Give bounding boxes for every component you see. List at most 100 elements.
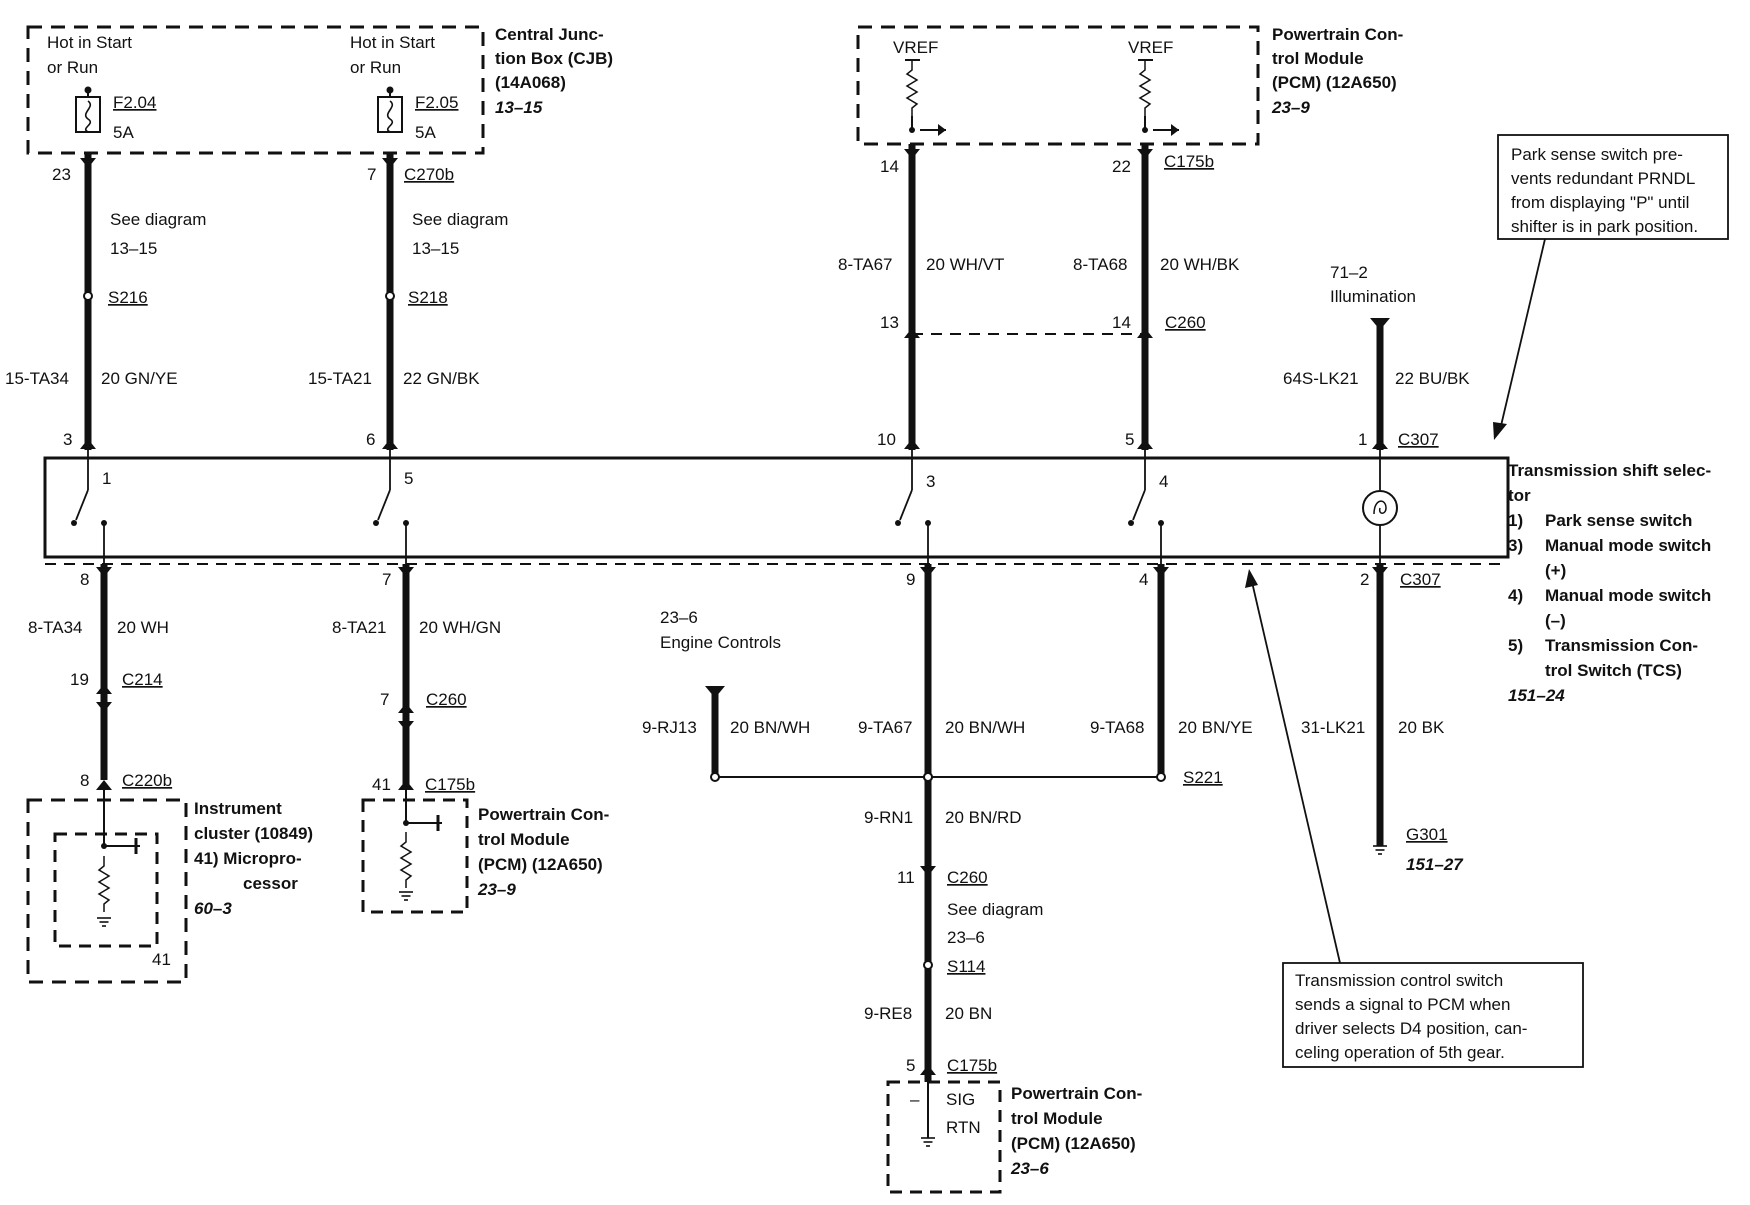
pcm-mid-box (361, 798, 469, 914)
wire-1-bottom (96, 564, 112, 790)
pcm-top-title-2: trol Module (1272, 49, 1364, 68)
cjb-title-1: Central Junc- (495, 25, 604, 44)
w2-bot-gauge: 20 WH/GN (419, 618, 501, 637)
engine-controls-ref: 23–6 (660, 608, 698, 627)
cluster-inner-box (53, 832, 159, 948)
w3-bot-gauge: 20 BN/WH (945, 718, 1025, 737)
connector-c260-top: C260 (1165, 313, 1206, 332)
cluster-resistor-icon (96, 790, 140, 927)
w3-pin-top: 10 (877, 430, 896, 449)
fuse-f205-rating: 5A (415, 123, 436, 142)
w3-pin-c175b-bot: 5 (906, 1056, 915, 1075)
selector-title-2: tor (1508, 486, 1531, 505)
wire-4-top (1137, 144, 1153, 450)
w4-top-gauge: 20 WH/BK (1160, 255, 1240, 274)
w5-top-gauge: 22 BU/BK (1395, 369, 1470, 388)
park-note-line-3: from displaying "P" until (1511, 193, 1689, 212)
w2-bot-circuit: 8-TA21 (332, 618, 387, 637)
w4-pin-c260: 14 (1112, 313, 1131, 332)
tcs-note-box (1282, 962, 1584, 1068)
switch-num-1: 1 (102, 469, 111, 488)
w3-pin-bot: 9 (906, 570, 915, 589)
tcs-note-arrow-icon (1245, 569, 1341, 964)
illum-label: Illumination (1330, 287, 1416, 306)
wire-5-top (1370, 318, 1390, 450)
pcm-top-ref: 23–9 (1271, 98, 1310, 117)
w3-pin-pcm: 14 (880, 157, 899, 176)
switch-num-3: 3 (926, 472, 935, 491)
selector-item-4-b: (–) (1545, 611, 1566, 630)
cluster-title-1: Instrument (194, 799, 282, 818)
wire-5-bottom (1372, 564, 1388, 846)
cluster-title-2: cluster (10849) (194, 824, 313, 843)
re8-gauge: 20 BN (945, 1004, 992, 1023)
pcm-bottom-title-1: Powertrain Con- (1011, 1084, 1142, 1103)
connector-c307-top: C307 (1398, 430, 1439, 449)
w2-pin-bot: 7 (382, 570, 391, 589)
connector-c260-bot: C260 (947, 868, 988, 887)
park-note-arrow-icon (1493, 238, 1546, 440)
vref-right-label: VREF (1128, 38, 1173, 57)
w1-pin-c220b: 8 (80, 771, 89, 790)
w5-pin-top: 1 (1358, 430, 1367, 449)
pcm-bottom-sig: SIG (946, 1090, 975, 1109)
splice-s221: S221 (1183, 768, 1223, 787)
w1-see-diagram: See diagram (110, 210, 206, 229)
connector-c214: C214 (122, 670, 163, 689)
wire-2-bottom (398, 564, 414, 790)
cjb-title-2: tion Box (CJB) (495, 49, 613, 68)
w5-bot-circuit: 31-LK21 (1301, 718, 1365, 737)
park-note-line-1: Park sense switch pre- (1511, 145, 1683, 164)
cjb-feed-right-2: or Run (350, 58, 401, 77)
selector-item-1-num: 1) (1508, 511, 1523, 530)
connector-c260-mid: C260 (426, 690, 467, 709)
wire-3-top (904, 144, 920, 450)
tcs-note-line-4: celing operation of 5th gear. (1295, 1043, 1505, 1062)
pcm-bottom-rtn: RTN (946, 1118, 981, 1137)
pcm-bottom-ground-icon (920, 1082, 936, 1147)
park-note-box (1497, 134, 1729, 240)
wire-2-top (382, 153, 398, 450)
pcm-mid-title-3: (PCM) (12A650) (478, 855, 603, 874)
rj13-wire (705, 686, 1166, 782)
selector-item-3-b: (+) (1545, 561, 1566, 580)
selector-item-3: Manual mode switch (1545, 536, 1711, 555)
w2-top-circuit: 15-TA21 (308, 369, 372, 388)
w1-top-circuit: 15-TA34 (5, 369, 69, 388)
selector-item-3-num: 3) (1508, 536, 1523, 555)
w2-pin-c175b: 41 (372, 775, 391, 794)
selector-item-4: Manual mode switch (1545, 586, 1711, 605)
wire-3-bottom (920, 564, 936, 1082)
fuse-f204-icon (75, 86, 101, 133)
vref-left-label: VREF (893, 38, 938, 57)
illum-ref: 71–2 (1330, 263, 1368, 282)
w2-pin-cjb: 7 (367, 165, 376, 184)
splice-s114: S114 (947, 957, 985, 976)
w2-top-gauge: 22 GN/BK (403, 369, 480, 388)
w4-pin-pcm: 22 (1112, 157, 1131, 176)
w1-bot-circuit: 8-TA34 (28, 618, 83, 637)
selector-item-1: Park sense switch (1545, 511, 1692, 530)
fuse-f204-rating: 5A (113, 123, 134, 142)
w4-top-circuit: 8-TA68 (1073, 255, 1128, 274)
fuse-f204-label: F2.04 (113, 93, 156, 112)
cjb-feed-left-1: Hot in Start (47, 33, 132, 52)
pcm-mid-resistor-icon (398, 790, 442, 901)
cluster-outer-box (26, 798, 188, 984)
connector-c220b: C220b (122, 771, 172, 790)
w2-pin-top: 6 (366, 430, 375, 449)
w2-pin-c260: 7 (380, 690, 389, 709)
cjb-ref: 13–15 (495, 98, 543, 117)
switch-4-icon (1128, 450, 1164, 564)
pcm-bottom-ref: 23–6 (1010, 1159, 1049, 1178)
park-note-line-2: vents redundant PRNDL (1511, 169, 1695, 188)
park-note-line-4: shifter is in park position. (1511, 217, 1698, 236)
w1-pin-c214: 19 (70, 670, 89, 689)
w4-pin-top: 5 (1125, 430, 1134, 449)
selector-item-4-num: 4) (1508, 586, 1523, 605)
w4-bot-gauge: 20 BN/YE (1178, 718, 1253, 737)
selector-item-5-num: 5) (1508, 636, 1523, 655)
splice-s216: S216 (108, 288, 148, 307)
connector-c307-bot: C307 (1400, 570, 1441, 589)
w4-pin-bot: 4 (1139, 570, 1148, 589)
